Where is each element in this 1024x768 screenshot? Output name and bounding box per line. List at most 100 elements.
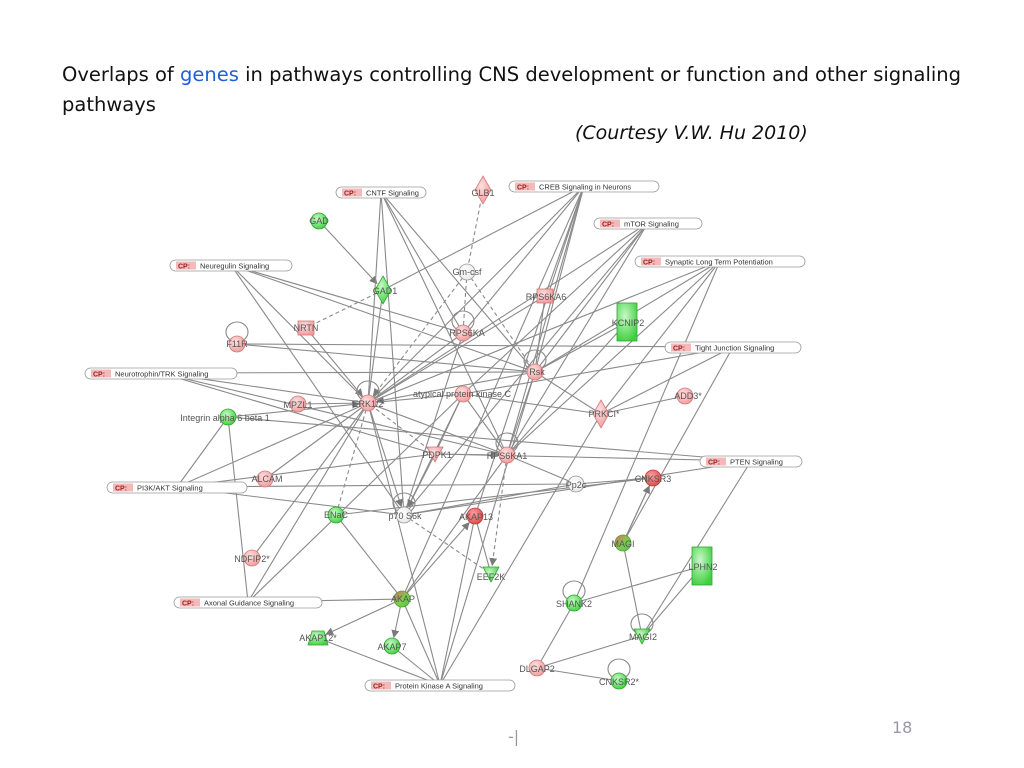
edge-pka-to-rsk: [439, 371, 536, 686]
gene-label-p70-s6k: p70 S6k: [388, 511, 422, 521]
pathway-neurotrophin[interactable]: CP:Neurotrophin/TRK Signaling: [84, 367, 238, 380]
gene-node-rsk[interactable]: Rsk: [526, 363, 545, 381]
pathway-tag-bg-tight: [671, 343, 691, 352]
pathway-axonal[interactable]: CP:Axonal Guidance Signaling: [173, 596, 323, 609]
gene-shape-pp2c: [567, 475, 585, 493]
pathway-tag-bg-synaptic: [641, 257, 661, 266]
gene-node-akap12[interactable]: AKAP12*: [299, 630, 337, 646]
gene-label-akap13: AKAP13: [459, 512, 493, 522]
gene-label-cnksr3: CNKSR3: [635, 474, 672, 484]
pathway-neuregulin[interactable]: CP:Neuregulin Signaling: [169, 259, 293, 272]
gene-node-eef2k[interactable]: EEF2K: [477, 566, 506, 583]
gene-label-glb1: GLB1: [471, 188, 494, 198]
edge-glb1-to-gm-csf: [466, 189, 484, 273]
gene-shape-cnksr3: [644, 469, 662, 487]
gene-shape-f11r: [228, 335, 246, 353]
pathways-layer: CP:CNTF Signaling CP:CREB Signaling in Ne…: [84, 180, 806, 692]
gene-node-dlgap2[interactable]: DLGAP2: [519, 659, 555, 677]
gene-shape-rps6ka: [454, 324, 472, 342]
gene-node-magi[interactable]: MAGI: [611, 534, 635, 552]
gene-label-rps6ka6: RPS6KA6: [526, 292, 567, 302]
gene-node-pdpk1[interactable]: PDPK1: [422, 446, 452, 463]
edge-neurotrophin-to-rps6ka1: [160, 372, 508, 456]
gene-shape-integrin-alpha-6-beta-1: [219, 408, 237, 426]
gene-node-gm-csf[interactable]: Gm-csf: [453, 263, 482, 281]
gene-node-integrin-alpha-6-beta-1[interactable]: Integrin alpha 6 beta 1: [180, 408, 270, 426]
slide-title: Overlaps of genes in pathways controllin…: [62, 60, 962, 120]
edge-kcnip2-to-rsk: [534, 321, 628, 373]
pathway-label-axonal: Axonal Guidance Signaling: [204, 599, 294, 608]
pathway-creb[interactable]: CP:CREB Signaling in Neurons: [508, 180, 660, 193]
gene-node-ndfip2[interactable]: NDFIP2*: [234, 549, 270, 567]
gene-node-glb1[interactable]: GLB1: [471, 175, 495, 205]
gene-node-magi2[interactable]: MAGI2: [629, 628, 657, 645]
gene-node-f11r[interactable]: F11R: [226, 335, 248, 353]
pathway-synaptic[interactable]: CP:Synaptic Long Term Potentiation: [634, 255, 806, 268]
edge-pka-to-akap7: [391, 645, 441, 686]
gene-node-p70-s6k[interactable]: p70 S6k: [388, 506, 422, 524]
gene-shape-eef2k: [482, 566, 500, 583]
edge-erk1-2-to-p70-s6k: [367, 402, 403, 508]
pathway-tag-synaptic: CP:: [643, 260, 655, 267]
gene-node-enac[interactable]: ENaC: [324, 506, 349, 524]
pathway-cntf[interactable]: CP:CNTF Signaling: [335, 186, 427, 199]
gene-node-akap7[interactable]: AKAP7: [377, 637, 407, 655]
gene-shape-cnksr2: [610, 672, 628, 690]
gene-node-rps6ka1[interactable]: RPS6KA1: [487, 446, 528, 464]
pathway-pi3k[interactable]: CP:PI3K/AKT Signaling: [106, 481, 248, 494]
pathway-tag-mtor: CP:: [602, 222, 614, 229]
gene-node-cnksr3[interactable]: CNKSR3: [635, 469, 672, 487]
gene-node-shank2[interactable]: SHANK2: [556, 594, 592, 612]
gene-label-dlgap2: DLGAP2: [519, 664, 555, 674]
gene-node-prkci[interactable]: PRKCI*: [588, 399, 620, 429]
gene-node-lphn2[interactable]: LPHN2: [688, 546, 718, 586]
gene-node-gad1[interactable]: GAD1: [373, 275, 398, 305]
edge-creb-to-rsk: [534, 185, 585, 373]
edge-alcam-to-erk1-2: [264, 402, 369, 480]
gene-shape-nrtn: [297, 320, 315, 336]
gene-label-nrtn: NRTN: [294, 323, 319, 333]
edge-creb-to-akap: [401, 185, 585, 600]
pathway-pka[interactable]: CP:Protein Kinase A Signaling: [364, 679, 516, 692]
edge-pka-to-akap12: [317, 637, 441, 686]
gene-label-integrin-alpha-6-beta-1: Integrin alpha 6 beta 1: [180, 413, 270, 423]
gene-shape-shank2: [565, 594, 583, 612]
pathway-box-neurotrophin: [84, 367, 238, 380]
gene-node-akap[interactable]: AKAP: [391, 590, 415, 608]
gene-label-gad1: GAD1: [373, 286, 398, 296]
edge-magi-to-magi2: [622, 542, 643, 637]
gene-node-alcam[interactable]: ALCAM: [251, 470, 283, 488]
gene-node-cnksr2[interactable]: CNKSR2*: [599, 672, 640, 690]
gene-node-akap13[interactable]: AKAP13: [459, 507, 493, 525]
edge-akap-to-rps6ka1: [401, 454, 508, 600]
pathway-tag-neuregulin: CP:: [178, 264, 190, 271]
edge-axonal-to-integrin-alpha-6-beta-1: [227, 416, 249, 603]
edge-axonal-to-erk1-2: [247, 402, 369, 603]
gene-shape-pdpk1: [426, 446, 444, 463]
edge-cnksr3-to-pp2c: [575, 477, 654, 485]
gene-label-atypical-protein-kinase-c: atypical protein kinase C: [413, 389, 512, 399]
gene-node-nrtn[interactable]: NRTN: [294, 320, 319, 336]
gene-node-rps6ka6[interactable]: RPS6KA6: [526, 288, 567, 304]
gene-node-erk1-2[interactable]: ERK1/2: [352, 394, 384, 412]
gene-node-rps6ka[interactable]: RPS6KA: [449, 324, 485, 342]
edge-dlgap2-to-magi2: [536, 635, 643, 669]
gene-node-atypical-protein-kinase-c[interactable]: atypical protein kinase C: [413, 385, 512, 403]
edge-neuregulin-to-rps6ka: [230, 264, 464, 334]
edge-synaptic-to-shank2: [573, 260, 721, 604]
gene-node-add3[interactable]: ADD3*: [674, 387, 702, 405]
edge-dlgap2-to-cnksr2: [536, 667, 620, 682]
edge-lphn2-to-shank2: [573, 565, 703, 604]
gene-label-ndfip2: NDFIP2*: [234, 554, 270, 564]
pathway-tight[interactable]: CP:Tight Junction Signaling: [664, 341, 802, 354]
pathway-mtor[interactable]: CP:mTOR Signaling: [593, 217, 703, 230]
edge-pi3k-to-erk1-2: [176, 402, 369, 488]
gene-node-kcnip2[interactable]: KCNIP2: [612, 302, 645, 342]
gene-shape-akap: [393, 590, 411, 608]
gene-node-pp2c[interactable]: Pp2c: [566, 475, 587, 493]
edge-tight-to-prkci: [600, 346, 734, 415]
pathway-pten[interactable]: CP:PTEN Signaling: [699, 455, 803, 468]
gene-node-gad[interactable]: GAD: [309, 212, 329, 230]
edge-f11r-to-rsk: [236, 343, 536, 373]
gene-node-mpzl1[interactable]: MPZL1: [283, 395, 313, 413]
